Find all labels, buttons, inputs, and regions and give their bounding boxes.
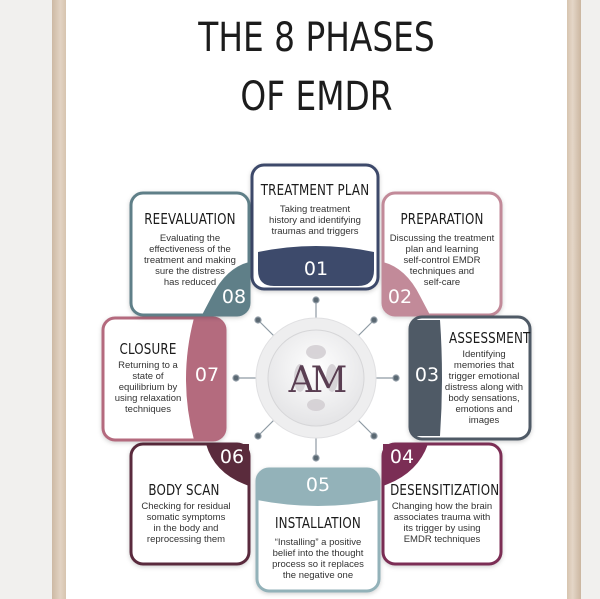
desc-installation: “Installing” a positive belief into the … — [272, 537, 364, 581]
title-body-scan: BODY SCAN — [148, 481, 220, 499]
poster-title-line-1: THE 8 PHASES — [198, 15, 435, 61]
logo-monogram: AM — [288, 360, 347, 401]
number-assessment: 03 — [414, 364, 440, 386]
badge-desensitization — [383, 444, 428, 486]
badge-closure — [186, 318, 225, 440]
title-treatment-plan: TREATMENT PLAN — [260, 181, 370, 199]
badge-body-scan — [206, 444, 249, 486]
card-body-scan — [129, 442, 251, 566]
badge-installation — [257, 469, 379, 506]
card-desensitization — [381, 442, 503, 566]
title-installation: INSTALLATION — [275, 514, 361, 532]
badge-reevaluation — [202, 262, 249, 315]
title-desensitization: DESENSITIZATION — [390, 481, 500, 499]
title-preparation: PREPARATION — [400, 210, 484, 228]
hub-ornament — [294, 345, 338, 411]
desc-closure: Returning to a state of equilibrium by u… — [114, 360, 182, 415]
number-treatment-plan: 01 — [303, 258, 329, 280]
badge-assessment — [410, 320, 442, 436]
number-reevaluation: 08 — [221, 286, 247, 308]
frame-left-edge — [52, 0, 66, 599]
title-assessment: ASSESSMENT — [449, 329, 531, 347]
number-installation: 05 — [305, 474, 331, 496]
title-reevaluation: REEVALUATION — [144, 210, 236, 228]
poster-title-line-2: OF EMDR — [240, 74, 393, 120]
badge-treatment-plan — [258, 246, 374, 286]
badge-preparation — [383, 262, 430, 315]
number-body-scan: 06 — [219, 446, 245, 468]
hub — [267, 329, 365, 427]
number-desensitization: 04 — [389, 446, 415, 468]
desc-treatment-plan: Taking treatment history and identifying… — [269, 204, 361, 237]
desc-assessment: Identifying memories that trigger emotio… — [444, 349, 524, 426]
number-closure: 07 — [194, 364, 220, 386]
desc-desensitization: Changing how the brain associates trauma… — [391, 501, 493, 545]
desc-preparation: Discussing the treatment plan and learni… — [389, 233, 495, 288]
desc-body-scan: Checking for residual somatic symptoms i… — [141, 501, 231, 545]
title-closure: CLOSURE — [119, 340, 177, 358]
desc-reevaluation: Evaluating the effectiveness of the trea… — [144, 233, 236, 288]
number-preparation: 02 — [387, 286, 413, 308]
frame-right-edge — [567, 0, 581, 599]
